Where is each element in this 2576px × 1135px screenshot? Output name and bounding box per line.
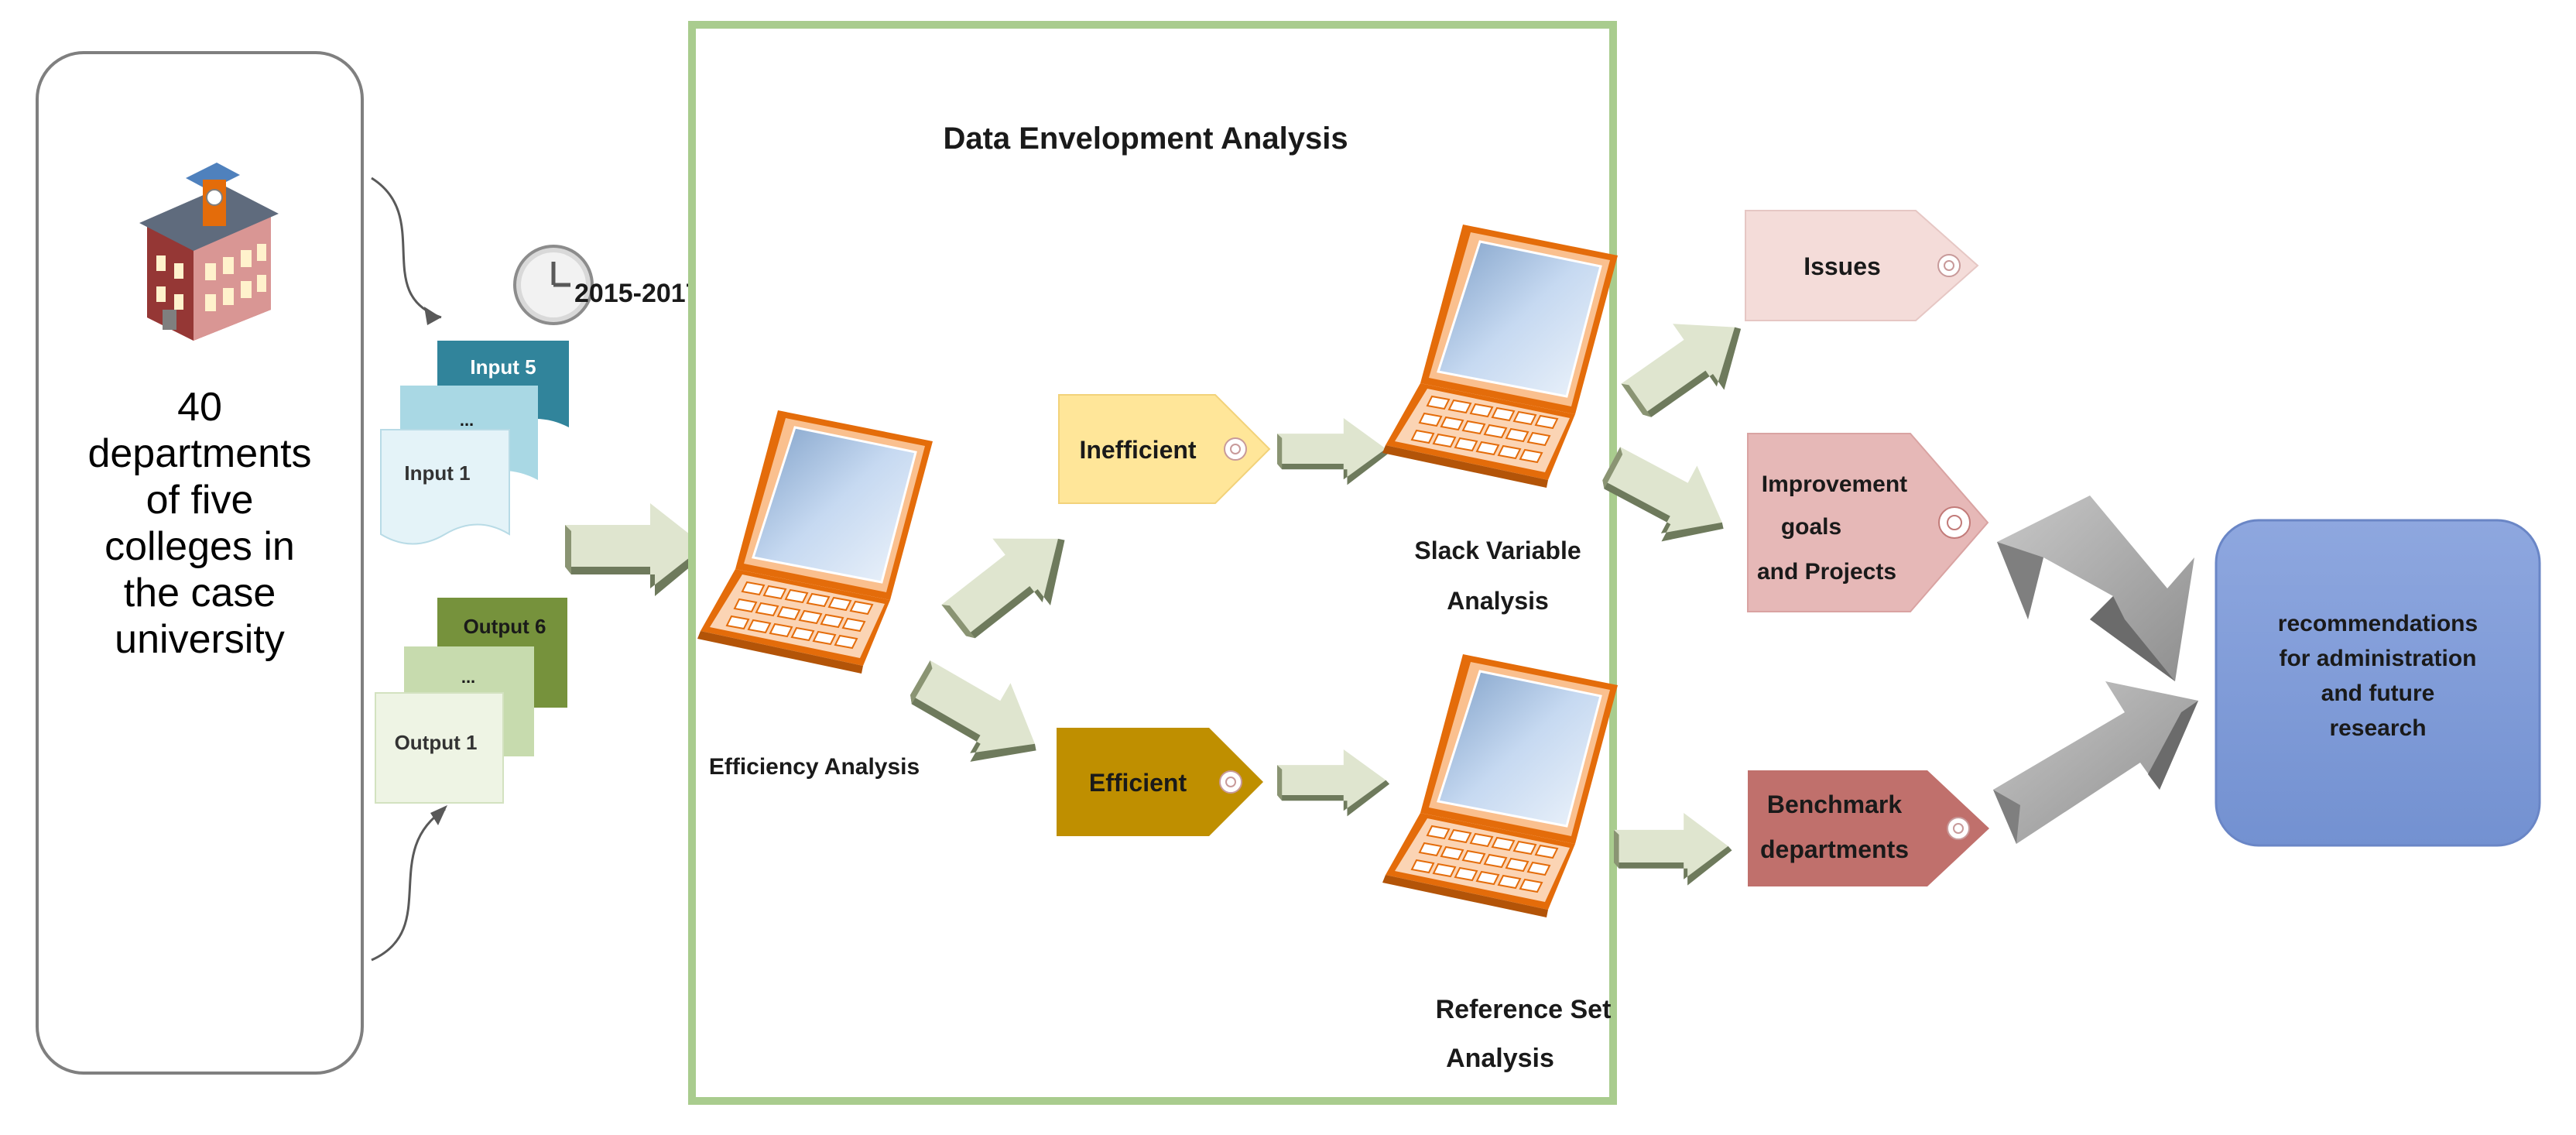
reference-line-2: Analysis bbox=[1446, 1044, 1554, 1073]
output-doc-1 bbox=[375, 692, 504, 804]
input-label-5: Input 5 bbox=[470, 355, 536, 379]
connector-arrowhead-bottom bbox=[430, 805, 447, 825]
connector-arrowhead-top bbox=[424, 307, 441, 325]
efficiency-analysis-label: Efficiency Analysis bbox=[709, 754, 920, 780]
recommendation-box: recommendations for administration and f… bbox=[2215, 519, 2541, 847]
input-label-1: Input 1 bbox=[404, 461, 470, 485]
efficient-tag: Efficient bbox=[1057, 728, 1263, 836]
recommendation-line-1: recommendations bbox=[2278, 611, 2478, 636]
inefficient-label: Inefficient bbox=[1079, 436, 1196, 464]
improvement-line-3: and Projects bbox=[1757, 559, 1896, 585]
arrow-to-issues bbox=[1610, 293, 1765, 437]
improvement-line-2: goals bbox=[1781, 514, 1841, 540]
school-building-icon bbox=[139, 163, 279, 341]
recommendation-line-3: and future bbox=[2321, 681, 2435, 706]
input-label-ellipsis: ... bbox=[460, 410, 474, 430]
recommendation-line-4: research bbox=[2329, 715, 2426, 741]
issues-tag: Issues bbox=[1745, 210, 1979, 321]
improvement-tag: Improvement goals and Projects bbox=[1747, 433, 1989, 612]
source-line-6: university bbox=[115, 617, 285, 662]
source-line-4: colleges in bbox=[104, 524, 295, 569]
source-line-1: 40 bbox=[177, 385, 222, 430]
efficient-label: Efficient bbox=[1089, 769, 1187, 797]
reference-line-1: Reference Set bbox=[1436, 995, 1612, 1024]
output-label-ellipsis: ... bbox=[461, 667, 475, 687]
recommendation-line-2: for administration bbox=[2279, 646, 2476, 671]
source-connectors bbox=[371, 177, 446, 962]
source-panel: 40 departments of five colleges in the c… bbox=[36, 51, 364, 1075]
arrow-to-dea bbox=[565, 503, 709, 596]
slack-line-1: Slack Variable bbox=[1414, 537, 1581, 564]
gray-arrow-upper bbox=[1997, 495, 2194, 681]
source-line-5: the case bbox=[124, 571, 276, 616]
gray-arrow-lower bbox=[1993, 681, 2198, 844]
source-line-3: of five bbox=[146, 478, 254, 523]
input-doc-1 bbox=[380, 429, 510, 545]
arrow-to-benchmark bbox=[1614, 813, 1732, 886]
output-label-1: Output 1 bbox=[395, 731, 478, 754]
time-period-label: 2015-2017 bbox=[574, 279, 701, 308]
issues-label: Issues bbox=[1804, 252, 1881, 280]
output-stack: Output 6 ... Output 1 bbox=[375, 598, 567, 804]
benchmark-tag: Benchmark departments bbox=[1748, 770, 1989, 886]
clock-icon bbox=[513, 245, 594, 325]
improvement-line-1: Improvement bbox=[1762, 471, 1907, 497]
input-stack: Input 5 ... Input 1 bbox=[380, 341, 569, 545]
benchmark-line-1: Benchmark bbox=[1767, 790, 1903, 818]
dea-title: Data Envelopment Analysis bbox=[943, 122, 1348, 156]
inefficient-tag: Inefficient bbox=[1058, 394, 1271, 504]
output-label-6: Output 6 bbox=[464, 615, 546, 638]
slack-line-2: Analysis bbox=[1447, 587, 1549, 615]
source-line-2: departments bbox=[87, 431, 311, 476]
benchmark-line-2: departments bbox=[1760, 835, 1909, 863]
